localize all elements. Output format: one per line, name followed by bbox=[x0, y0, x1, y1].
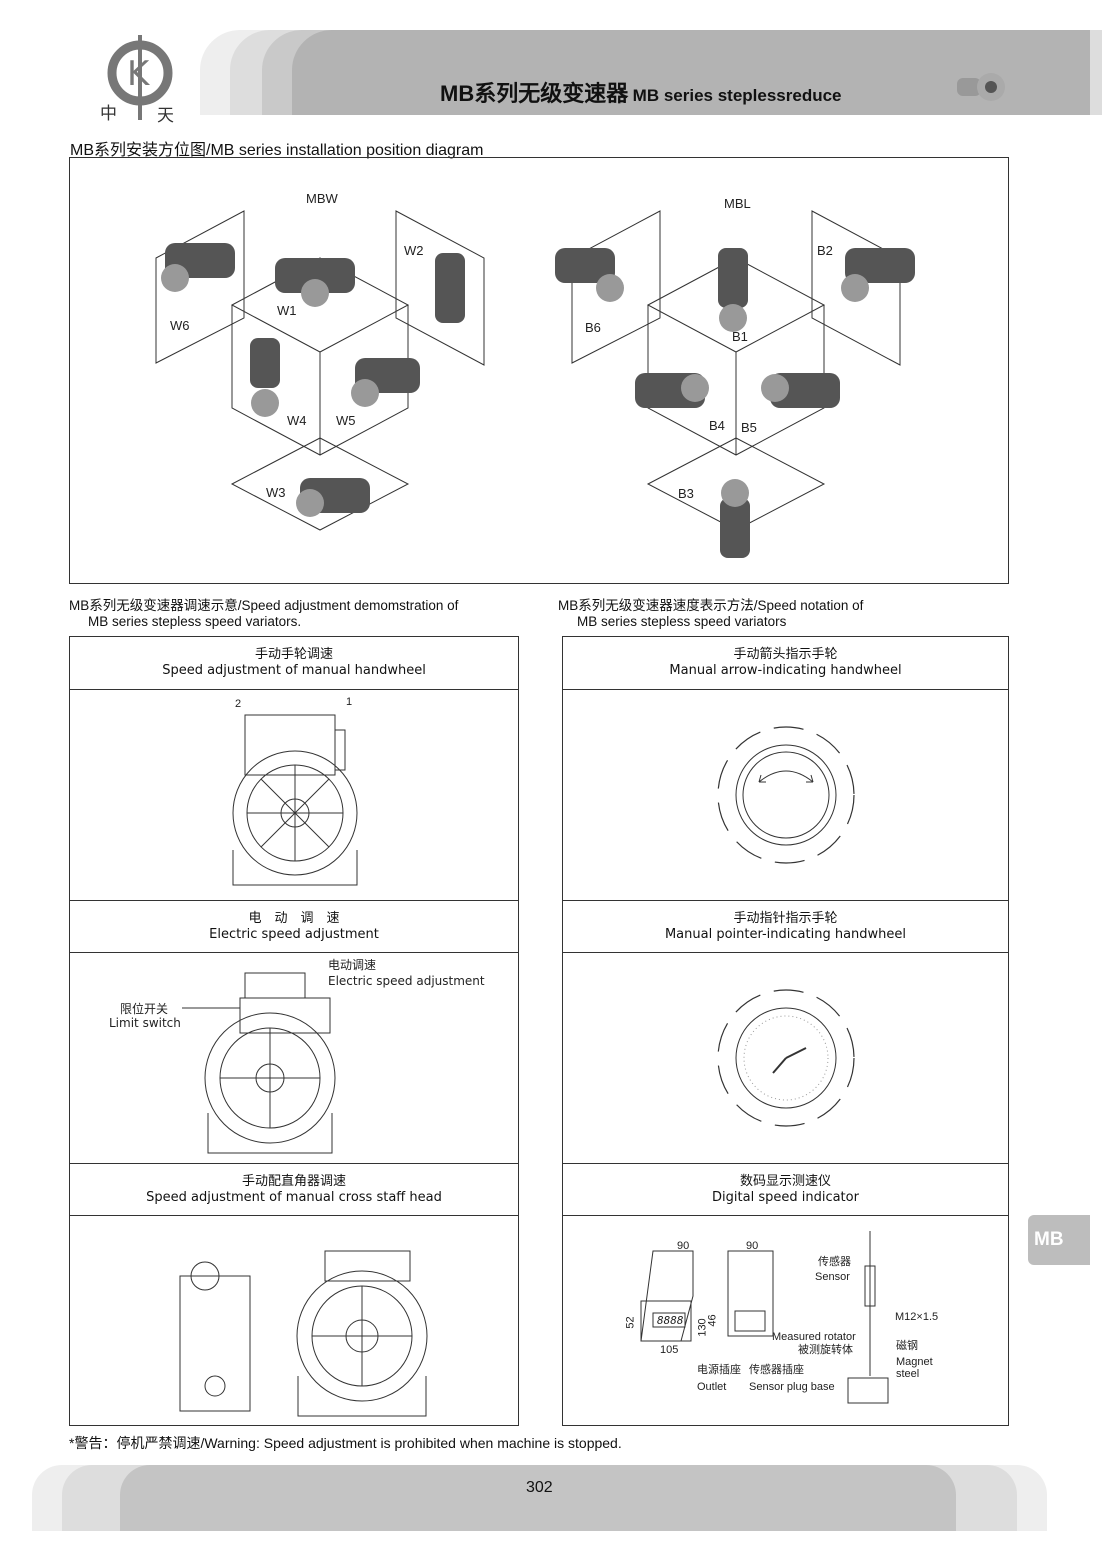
position-w5: W5 bbox=[336, 413, 356, 428]
page-title: MB系列无级变速器 MB series steplessreduce bbox=[440, 76, 842, 108]
row-en: Speed adjustment of manual cross staff h… bbox=[146, 1190, 442, 1205]
magnet-label-en2: steel bbox=[896, 1368, 920, 1380]
callout-limit-en: Limit switch bbox=[109, 1016, 181, 1030]
handwheel-variator-drawing: 2 1 bbox=[70, 690, 518, 901]
dim-width-bottom: 105 bbox=[660, 1344, 679, 1356]
row-cn: 手动指针指示手轮 bbox=[733, 911, 838, 926]
row-en: Digital speed indicator bbox=[712, 1190, 859, 1205]
logo-text-zhong: 中 bbox=[100, 104, 117, 124]
warning-note: *警告：停机严禁调速/Warning: Speed adjustment is … bbox=[69, 1435, 622, 1451]
sensor-label-en: Sensor bbox=[815, 1271, 850, 1283]
position-b3: B3 bbox=[678, 486, 694, 501]
speed-adjust-heading-line1: MB系列无级变速器调速示意/Speed adjustment demomstra… bbox=[69, 598, 459, 613]
outlet-label-en: Outlet bbox=[697, 1381, 727, 1393]
position-w6: W6 bbox=[170, 318, 190, 333]
position-b6: B6 bbox=[585, 320, 601, 335]
page-title-en: MB series steplessreduce bbox=[632, 86, 842, 105]
group-label-mbw: MBW bbox=[306, 191, 338, 206]
speed-notation-heading: MB系列无级变速器速度表示方法/Speed notation of MB ser… bbox=[558, 598, 863, 630]
digital-indicator-drawing: 90 90 52 130 105 46 8888 传感器 Sensor M12×… bbox=[563, 1216, 1008, 1426]
row-cn: 数码显示测速仪 bbox=[739, 1174, 831, 1189]
arrow-handwheel-drawing bbox=[563, 690, 1008, 901]
row-cn: 手动配直角器调速 bbox=[241, 1174, 346, 1189]
footer-band bbox=[120, 1465, 956, 1531]
pointer-handwheel-icon bbox=[717, 989, 855, 1127]
callout-electric-cn: 电动调速 bbox=[328, 958, 377, 972]
side-tab-mb: MB bbox=[1028, 1215, 1090, 1265]
callout-limit-cn: 限位开关 bbox=[120, 1002, 169, 1016]
callout-2: 2 bbox=[235, 698, 242, 710]
row-en: Manual arrow-indicating handwheel bbox=[669, 663, 902, 678]
position-w3: W3 bbox=[266, 485, 286, 500]
position-w1: W1 bbox=[277, 303, 297, 318]
logo: K 中 天 bbox=[95, 33, 195, 126]
dim-width-back: 90 bbox=[746, 1240, 759, 1252]
thread-label: M12×1.5 bbox=[895, 1311, 939, 1323]
arrow-handwheel-icon bbox=[717, 726, 855, 864]
row-en: Electric speed adjustment bbox=[209, 927, 379, 942]
installation-cubes bbox=[155, 210, 915, 558]
speed-notation-heading-line1: MB系列无级变速器速度表示方法/Speed notation of bbox=[558, 598, 864, 613]
dim-height-back: 46 bbox=[706, 1314, 719, 1327]
magnet-label-cn: 磁钢 bbox=[896, 1340, 918, 1352]
row-cn: 手动手轮调速 bbox=[254, 647, 333, 662]
position-w4: W4 bbox=[287, 413, 307, 428]
position-b2: B2 bbox=[817, 243, 833, 258]
electric-variator-icon bbox=[182, 972, 336, 1154]
digital-indicator-icon bbox=[640, 1231, 889, 1404]
position-b4: B4 bbox=[709, 418, 725, 433]
motor-illustrations bbox=[161, 243, 915, 558]
rotator-label-cn: 被测旋转体 bbox=[798, 1344, 853, 1356]
row-en: Manual pointer-indicating handwheel bbox=[664, 927, 907, 942]
electric-variator-drawing: 电动调速 Electric speed adjustment 限位开关 Limi… bbox=[70, 953, 518, 1164]
page-title-cn: MB系列无级变速器 bbox=[440, 81, 629, 106]
logo-text-tian: 天 bbox=[157, 106, 174, 126]
row-en: Speed adjustment of manual handwheel bbox=[162, 663, 426, 678]
variator-front-icon bbox=[232, 714, 358, 886]
header-band bbox=[292, 30, 1090, 115]
gearbox-icon bbox=[957, 73, 1005, 101]
pointer-handwheel-drawing bbox=[563, 953, 1008, 1164]
dim-height-front: 52 bbox=[624, 1316, 637, 1329]
outlet-label-cn: 电源插座 bbox=[697, 1364, 741, 1376]
callout-electric-en: Electric speed adjustment bbox=[328, 974, 485, 988]
callout-1: 1 bbox=[346, 696, 353, 708]
position-b5: B5 bbox=[741, 420, 757, 435]
installation-title: MB系列安装方位图/MB series installation positio… bbox=[70, 142, 484, 159]
sensor-label-cn: 传感器 bbox=[818, 1256, 851, 1268]
plug-label-cn: 传感器插座 bbox=[749, 1364, 804, 1376]
speed-notation-heading-line2: MB series stepless speed variators bbox=[577, 614, 787, 629]
row-cn: 手动箭头指示手轮 bbox=[733, 647, 838, 662]
position-b1: B1 bbox=[732, 329, 748, 344]
digital-display-readout: 8888 bbox=[657, 1314, 684, 1327]
speed-adjust-heading-line2: MB series stepless speed variators. bbox=[88, 614, 302, 629]
row-cn: 电 动 调 速 bbox=[248, 911, 340, 926]
dim-width-front: 90 bbox=[677, 1240, 690, 1252]
position-w2: W2 bbox=[404, 243, 424, 258]
logo-icon: K bbox=[107, 35, 173, 120]
plug-label-en: Sensor plug base bbox=[749, 1381, 835, 1393]
rotator-label-en: Measured rotator bbox=[772, 1331, 856, 1343]
page-number: 302 bbox=[526, 1479, 553, 1496]
magnet-label-en: Magnet bbox=[896, 1356, 933, 1368]
cross-staff-variator-icon bbox=[179, 1250, 428, 1417]
group-label-mbl: MBL bbox=[724, 196, 751, 211]
installation-diagram: MBW MBL W6 W1 W2 W4 W5 W3 B2 B6 B1 B4 B5… bbox=[69, 157, 1009, 584]
speed-adjust-heading: MB系列无级变速器调速示意/Speed adjustment demomstra… bbox=[69, 598, 458, 630]
cross-staff-drawing bbox=[70, 1216, 518, 1426]
